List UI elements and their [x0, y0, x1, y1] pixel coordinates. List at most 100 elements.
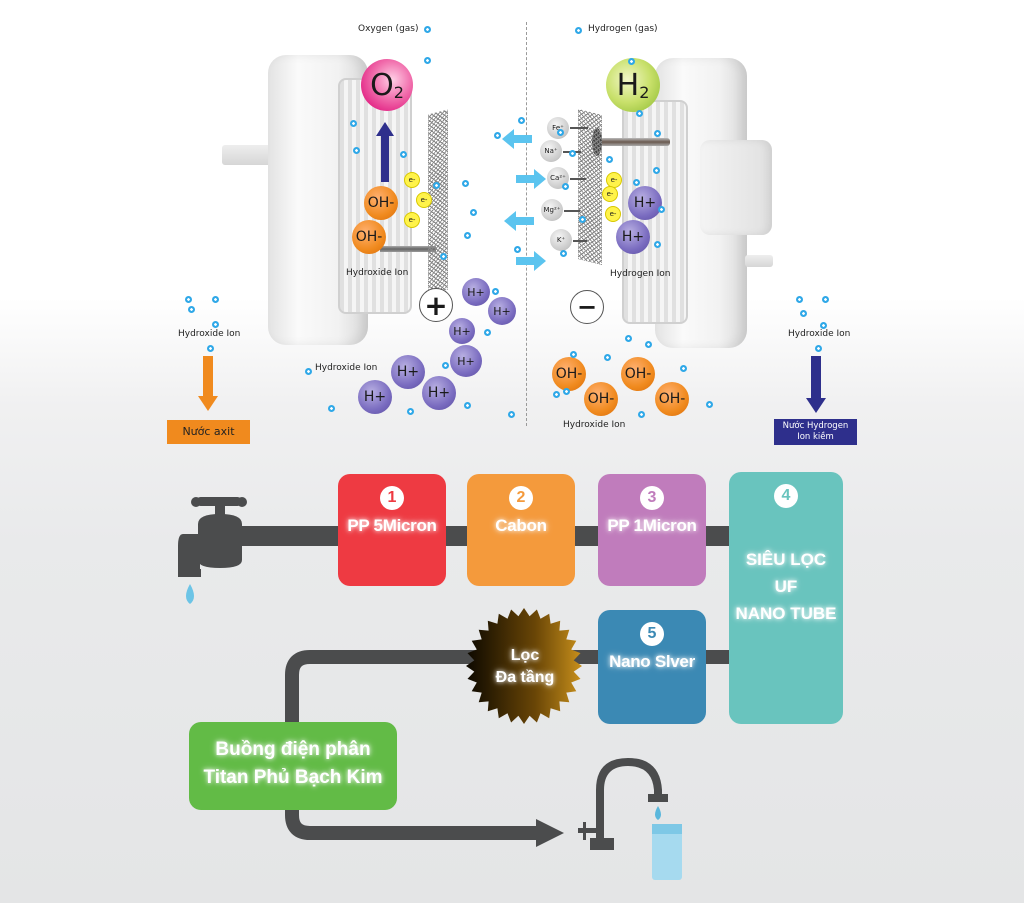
water-molecule-dot: [579, 216, 586, 223]
hydrogen-ion: H+: [422, 376, 456, 410]
step-number: 4: [774, 484, 798, 508]
water-molecule-dot: [796, 296, 803, 303]
hydrogen-ion: H+: [358, 380, 392, 414]
hydrogen-ion: H+: [462, 278, 490, 306]
metal-ion-na: Na⁺: [540, 140, 562, 162]
acid-down-arrow: [198, 356, 218, 412]
water-molecule-dot: [625, 335, 632, 342]
hydroxide-ion: OH-: [352, 220, 386, 254]
filter-5-nano-silver[interactable]: 5 Nano Slver: [598, 610, 706, 724]
electron: e-: [404, 212, 420, 228]
hydrogen-ion: H+: [450, 345, 482, 377]
hydroxide-ion-label: Hydroxide Ion: [178, 329, 241, 339]
electrolysis-chamber[interactable]: Buồng điện phân Titan Phủ Bạch Kim: [189, 722, 397, 810]
water-molecule-dot: [628, 58, 635, 65]
water-molecule-dot: [464, 402, 471, 409]
water-molecule-dot: [604, 354, 611, 361]
water-molecule-dot: [470, 209, 477, 216]
water-molecule-dot: [654, 241, 661, 248]
filter-name: Nano Slver: [609, 652, 695, 671]
metal-ion-k: K⁺: [550, 229, 572, 251]
filter-4-uf-nano-tube[interactable]: 4 SIÊU LỌC UF NANO TUBE: [729, 472, 843, 724]
filter-2-cabon[interactable]: 2 Cabon: [467, 474, 575, 586]
hydroxide-ion-label: Hydroxide Ion: [346, 268, 409, 278]
water-molecule-dot: [212, 321, 219, 328]
water-molecule-dot: [633, 179, 640, 186]
filter-1-pp-5micron[interactable]: 1 PP 5Micron: [338, 474, 446, 586]
multi-layer-filter-label[interactable]: Lọc Đa tầng: [495, 647, 555, 686]
electron: e-: [404, 172, 420, 188]
water-molecule-dot: [328, 405, 335, 412]
hydrogen-ion: H+: [616, 220, 650, 254]
water-molecule-dot: [207, 345, 214, 352]
alkaline-down-arrow: [806, 356, 826, 414]
hydroxide-ion: OH-: [655, 382, 689, 416]
water-molecule-dot: [557, 129, 564, 136]
hydrogen-ion: H+: [391, 355, 425, 389]
water-molecule-dot: [653, 167, 660, 174]
water-molecule-dot: [638, 411, 645, 418]
alkaline-water-output: Nước Hydrogen Ion kiềm: [774, 419, 857, 445]
water-molecule-dot: [492, 288, 499, 295]
water-molecule-dot: [514, 246, 521, 253]
flow-arrow-icon: [536, 819, 564, 847]
filter-name: PP 1Micron: [607, 516, 697, 535]
right-arrow: [516, 169, 546, 189]
electron: e-: [416, 192, 432, 208]
output-faucet-icon: [578, 758, 682, 880]
hydrogen-gas-label: Hydrogen (gas): [588, 24, 658, 34]
hydroxide-ion: OH-: [364, 186, 398, 220]
water-molecule-dot: [822, 296, 829, 303]
water-molecule-dot: [606, 156, 613, 163]
water-molecule-dot: [407, 408, 414, 415]
hydroxide-ion-label: Hydroxide Ion: [315, 363, 378, 373]
hydroxide-ion: OH-: [584, 382, 618, 416]
water-molecule-dot: [484, 329, 491, 336]
water-drop-icon: [186, 584, 194, 604]
negative-electrode-sign: −: [570, 290, 604, 324]
water-molecule-dot: [800, 310, 807, 317]
water-molecule-dot: [440, 253, 447, 260]
filter-name-line: SIÊU LỌC: [745, 550, 827, 569]
oxygen-gas-label: Oxygen (gas): [358, 24, 419, 34]
water-molecule-dot: [569, 150, 576, 157]
water-molecule-dot: [188, 306, 195, 313]
water-molecule-dot: [570, 351, 577, 358]
water-molecule-dot: [815, 345, 822, 352]
filter-name-line: NANO TUBE: [735, 604, 837, 623]
water-molecule-dot: [508, 411, 515, 418]
right-arrow: [516, 251, 546, 271]
filter-name: Cabon: [495, 516, 547, 535]
step-number: 2: [509, 486, 533, 510]
water-molecule-dot: [212, 296, 219, 303]
filter-name: PP 5Micron: [347, 516, 437, 535]
water-molecule-dot: [563, 388, 570, 395]
left-arrow: [502, 129, 532, 149]
water-molecule-dot: [706, 401, 713, 408]
water-molecule-dot: [433, 182, 440, 189]
water-glass-icon: [652, 824, 682, 880]
water-molecule-dot: [464, 232, 471, 239]
hydroxide-ion-label: Hydroxide Ion: [788, 329, 851, 339]
hydrogen-ion: H+: [628, 186, 662, 220]
filter-3-pp-1micron[interactable]: 3 PP 1Micron: [598, 474, 706, 586]
water-molecule-dot: [305, 368, 312, 375]
hydrogen-ion-label: Hydrogen Ion: [610, 269, 671, 279]
metal-ion-fe: Fe⁺: [547, 117, 569, 139]
water-molecule: [424, 26, 431, 33]
hydroxide-ion: OH-: [621, 357, 655, 391]
step-number: 3: [640, 486, 664, 510]
water-molecule-dot: [424, 57, 431, 64]
water-molecule-dot: [494, 132, 501, 139]
ion-flow-arrows: [502, 129, 546, 271]
step-number: 5: [640, 622, 664, 646]
water-molecule-dot: [636, 110, 643, 117]
faucet-source-icon: [178, 497, 282, 604]
hydroxide-ion-label: Hydroxide Ion: [563, 420, 626, 430]
positive-electrode-sign: +: [419, 288, 453, 322]
hydrogen-ion: H+: [449, 318, 475, 344]
acid-water-output: Nước axit: [167, 420, 250, 444]
oxygen-up-arrow: [376, 122, 394, 182]
